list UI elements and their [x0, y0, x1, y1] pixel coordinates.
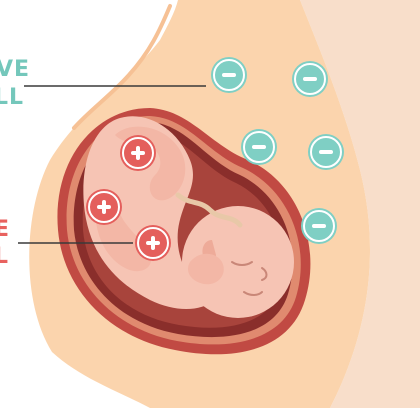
negative-charge-icon	[308, 134, 344, 170]
negative-charge-icon	[301, 208, 337, 244]
negative-label-line-1: VE	[0, 58, 30, 82]
positive-charge-icon	[120, 135, 156, 171]
negative-label-line-2: LL	[0, 86, 24, 110]
positive-label-line-1: E	[0, 218, 10, 242]
positive-label-line-2: L	[0, 245, 9, 269]
positive-charge-icon	[135, 225, 171, 261]
negative-charge-icon	[292, 61, 328, 97]
positive-charge-icon	[86, 189, 122, 225]
negative-charge-icon	[211, 57, 247, 93]
negative-charge-icon	[241, 129, 277, 165]
